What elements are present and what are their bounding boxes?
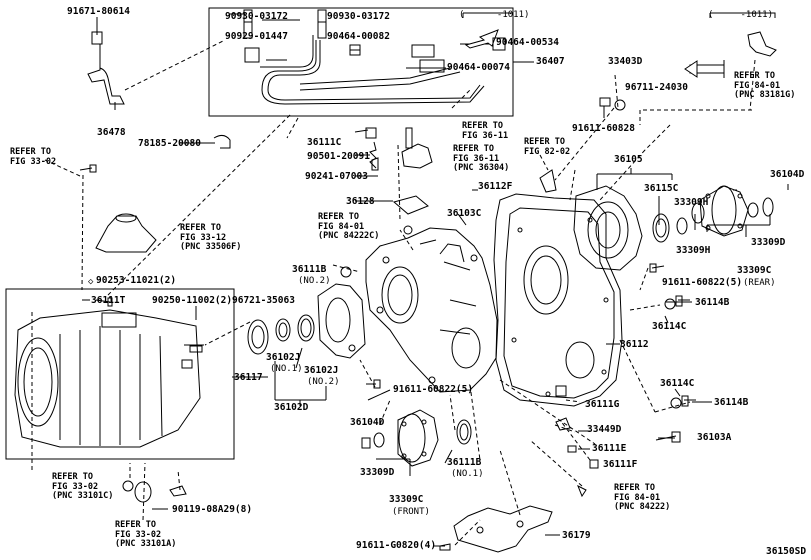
part-36104d-rear: 36104D xyxy=(770,169,805,180)
part-36105: 36105 xyxy=(614,154,643,165)
rhombus-mark: ◇ xyxy=(88,277,94,287)
part-36102j-no2: 36102J xyxy=(304,365,339,376)
part-91671-80614: 91671-80614 xyxy=(67,6,130,17)
part-91611-g0820: 91611-G0820(4) xyxy=(356,540,437,551)
part-36179: 36179 xyxy=(562,530,591,541)
range-label-b: ( -1011) xyxy=(708,10,774,20)
part-36102j-no2-note: (NO.2) xyxy=(307,377,340,387)
part-33309c-rear-note: (REAR) xyxy=(743,278,776,288)
range-bracket-a xyxy=(462,12,514,18)
part-36115c: 36115C xyxy=(644,183,679,194)
part-36478: 36478 xyxy=(97,127,126,138)
part-90464-00534: 90464-00534 xyxy=(496,37,559,48)
part-33309d-front: 33309D xyxy=(360,467,395,478)
part-36128: 36128 xyxy=(346,196,375,207)
part-36103a: 36103A xyxy=(697,432,732,443)
part-36111b-no2: 36111B xyxy=(292,264,327,275)
part-90930-03172-b: 90930-03172 xyxy=(327,11,390,22)
part-33309h-a: 33309H xyxy=(674,197,709,208)
part-33309c-front-note: (FRONT) xyxy=(392,507,430,517)
part-36111g: 36111G xyxy=(585,399,620,410)
part-90250-11002: 90250-11002(2) xyxy=(152,295,233,306)
part-36111t: 36111T xyxy=(91,295,126,306)
range-bracket-b xyxy=(709,12,776,18)
part-36111c: 36111C xyxy=(307,137,342,148)
part-33309c-front: 33309C xyxy=(389,494,424,505)
part-36117: 36117 xyxy=(234,372,263,383)
part-91611-60822-left: 91611-60822(5) xyxy=(393,384,474,395)
part-90929-01447: 90929-01447 xyxy=(225,31,288,42)
part-96721-35063: 96721-35063 xyxy=(232,295,295,306)
part-36111b-no1-note: (NO.1) xyxy=(451,469,484,479)
part-90119-08a29: 90119-08A29(8) xyxy=(172,504,253,515)
part-36112f: 36112F xyxy=(478,181,513,192)
part-33309h-b: 33309H xyxy=(676,245,711,256)
part-96711-24030: 96711-24030 xyxy=(625,82,688,93)
part-36114b-b: 36114B xyxy=(714,397,749,408)
part-36407: 36407 xyxy=(536,56,565,67)
part-36102j-no1-note: (NO.1) xyxy=(270,364,303,374)
part-90464-00074: 90464-00074 xyxy=(447,62,510,73)
part-78185-20080: 78185-20080 xyxy=(138,138,201,149)
part-36112: 36112 xyxy=(620,339,649,350)
part-91611-60828: 91611-60828 xyxy=(572,123,635,134)
part-36111b-no2-note: (NO.2) xyxy=(298,276,331,286)
part-36102d: 36102D xyxy=(274,402,309,413)
part-36111b-no1: 36111B xyxy=(447,457,482,468)
part-33403d: 33403D xyxy=(608,56,643,67)
part-36103c: 36103C xyxy=(447,208,482,219)
part-90501-20091: 90501-20091 xyxy=(307,151,370,162)
figure-id: 36150SD xyxy=(766,546,807,557)
part-90241-07003: 90241-07003 xyxy=(305,171,368,182)
part-33309c-rear: 33309C xyxy=(737,265,772,276)
part-33449d: 33449D xyxy=(587,424,622,435)
part-91611-60822-rear: 91611-60822(5) xyxy=(662,277,743,288)
part-36111f: 36111F xyxy=(603,459,638,470)
part-90253-11021: 90253-11021(2) xyxy=(96,275,177,286)
part-90930-03172-a: 90930-03172 xyxy=(225,11,288,22)
part-33309d-rear: 33309D xyxy=(751,237,786,248)
part-36114c-a: 36114C xyxy=(652,321,687,332)
extension-housing-box xyxy=(5,288,235,460)
part-36104d-front: 36104D xyxy=(350,417,385,428)
part-36114b-a: 36114B xyxy=(695,297,730,308)
range-label-a: ( -1011) xyxy=(459,10,530,20)
part-36102j-no1: 36102J xyxy=(266,352,301,363)
part-36114c-b: 36114C xyxy=(660,378,695,389)
part-90464-00082: 90464-00082 xyxy=(327,31,390,42)
part-36111e: 36111E xyxy=(592,443,627,454)
